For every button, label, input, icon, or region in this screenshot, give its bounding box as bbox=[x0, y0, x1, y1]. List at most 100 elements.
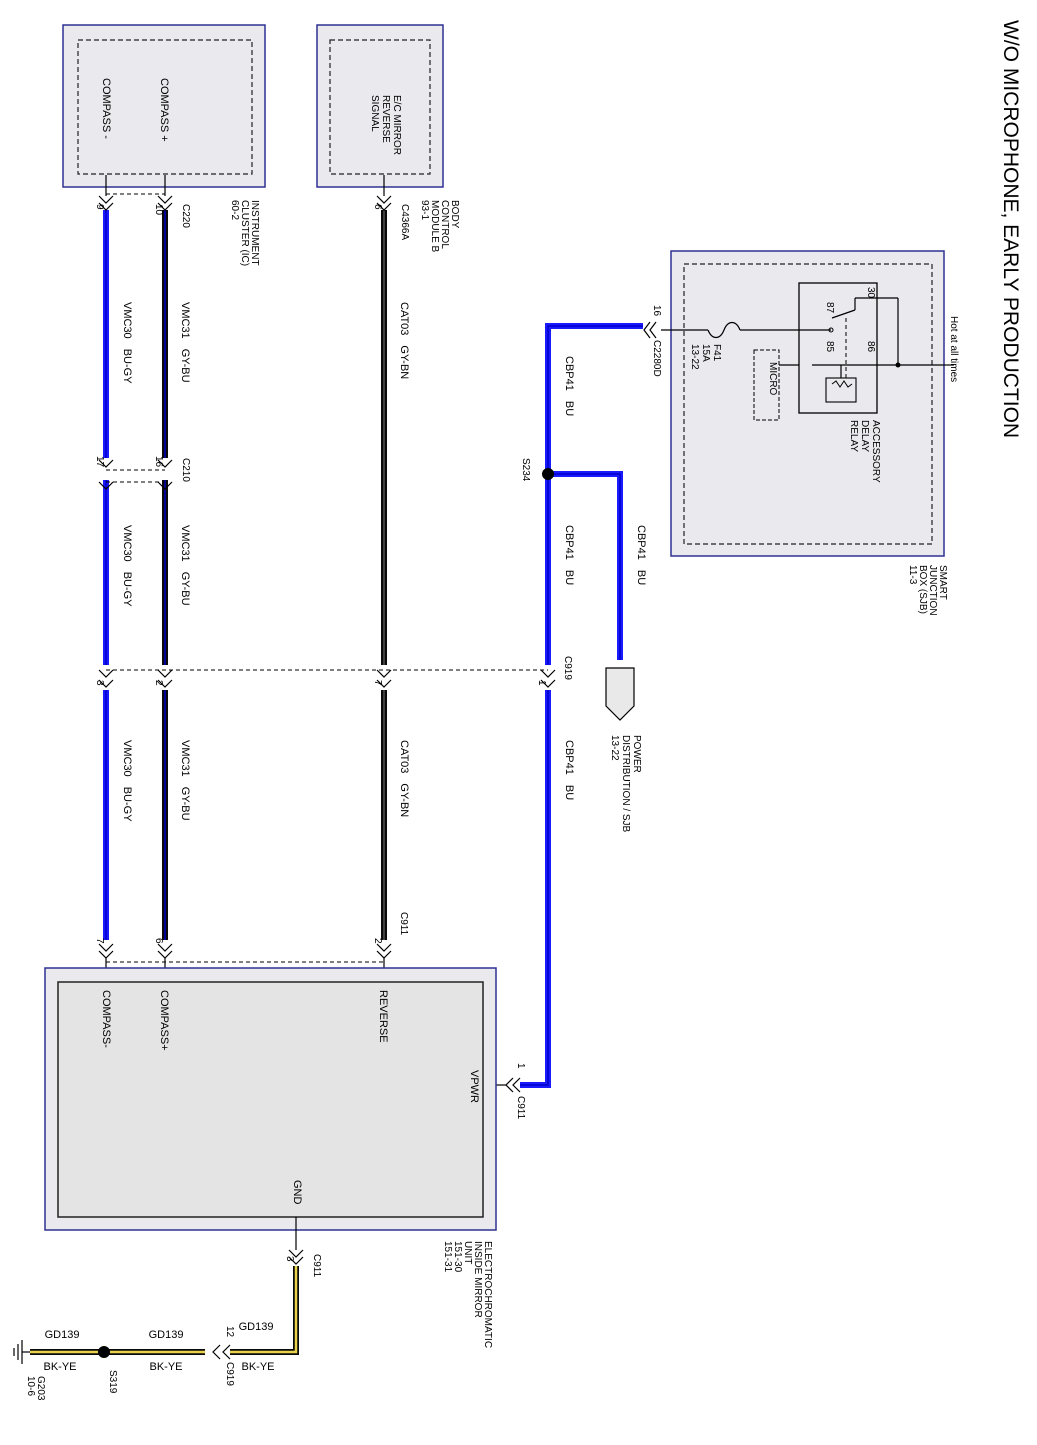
gd139-label-1-id: GD139 bbox=[239, 1321, 274, 1333]
connector-c911-gnd: 3 C911 bbox=[284, 1217, 322, 1278]
mirror-pin-reverse: REVERSE bbox=[377, 990, 389, 1043]
fuse-label-line-3: 13-22 bbox=[689, 344, 700, 370]
connector-c210: C210 17 16 bbox=[94, 456, 191, 490]
diagram-title: W/O MICROPHONE, EARLY PRODUCTION bbox=[999, 20, 1022, 438]
c919-pin-1: 1 bbox=[536, 680, 547, 686]
gd139-label-3-color: BK-YE bbox=[43, 1361, 76, 1373]
relay-pin-85: 85 bbox=[824, 341, 835, 353]
relay-label-line-1: ACCESSORY bbox=[870, 420, 881, 483]
c911-pin-1: 1 bbox=[515, 1063, 526, 1069]
bcm-name-line-3: MODULE B bbox=[429, 200, 440, 253]
wire-cbp41 bbox=[520, 323, 643, 1088]
sjb-name-line-3: BOX (SJB) bbox=[917, 565, 928, 614]
power-distribution-reference: POWER DISTRIBUTION / SJB 13-22 bbox=[605, 667, 642, 833]
circuit-label-cat03-3: CAT03GY-BN bbox=[398, 740, 410, 817]
c220-pin-10: 10 bbox=[153, 204, 164, 216]
sjb-name-line-2: JUNCTION bbox=[927, 565, 938, 616]
sjb-name-line-4: 11-3 bbox=[907, 565, 918, 585]
micro-label: MICRO bbox=[767, 362, 778, 396]
connector-c919-gnd: 12 C919 bbox=[212, 1326, 235, 1386]
bcm-name-line-2: CONTROL bbox=[439, 200, 450, 249]
circuit-label-cbp41-2: CBP41BU bbox=[563, 525, 575, 585]
relay-pin-30: 30 bbox=[865, 287, 876, 299]
bcm-name-line-4: 93-1 bbox=[419, 200, 430, 220]
ic-name-line-1: INSTRUMENT bbox=[249, 200, 260, 266]
relay-pin-87: 87 bbox=[824, 302, 835, 314]
ic-pin-compass-plus: COMPASS + bbox=[158, 78, 170, 142]
ic-name-line-2: CLUSTER (IC) bbox=[239, 200, 250, 266]
connector-c919: C919 3 2 7 1 bbox=[94, 656, 573, 688]
c220-pin-9: 9 bbox=[94, 204, 105, 210]
s319-label: S319 bbox=[107, 1370, 118, 1394]
power-dist-line-2: DISTRIBUTION / SJB bbox=[620, 735, 631, 833]
splice-s319 bbox=[98, 1346, 110, 1358]
c4366a-pin-6: 6 bbox=[372, 204, 383, 210]
c210-label: C210 bbox=[180, 458, 191, 482]
bcm-name-line-1: BODY bbox=[449, 200, 460, 229]
c919-pin-2: 2 bbox=[153, 680, 164, 686]
c911-label-vpwr: C911 bbox=[515, 1096, 526, 1120]
mirror-pin-compass-minus: COMPASS- bbox=[100, 990, 112, 1048]
fuse-label-line-2: 15A bbox=[700, 344, 711, 362]
connector-c2280d: 16 C2280D bbox=[643, 305, 662, 377]
power-dist-line-3: 13-22 bbox=[609, 735, 620, 761]
c210-pin-16: 16 bbox=[153, 456, 164, 468]
c911-label-top: C911 bbox=[398, 912, 409, 936]
gd139-label-2-id: GD139 bbox=[149, 1329, 184, 1341]
connector-c4366a: C4366A 6 bbox=[372, 175, 410, 240]
circuit-label-cbp41-1: CBP41BU bbox=[563, 356, 575, 416]
c919-label-gnd: C919 bbox=[224, 1362, 235, 1386]
fuse-label-line-1: F41 bbox=[711, 344, 722, 362]
connector-c220: C220 9 10 bbox=[94, 175, 191, 228]
relay-pin-86: 86 bbox=[865, 341, 876, 353]
hot-at-all-times-label: Hot at all times bbox=[948, 316, 959, 382]
circuit-label-vmc31-1: VMC31GY-BU bbox=[179, 302, 191, 383]
electrochromatic-mirror-unit: COMPASS- COMPASS+ REVERSE VPWR GND ELECT… bbox=[44, 967, 497, 1348]
body-control-module: E/C MIRROR REVERSE SIGNAL BODY CONTROL M… bbox=[316, 24, 460, 253]
circuit-label-vmc30-2: VMC30BU-GY bbox=[121, 525, 133, 607]
c2280d-pin-number: 16 bbox=[651, 305, 662, 317]
splice-s234 bbox=[542, 468, 554, 480]
instrument-cluster-module: COMPASS + COMPASS - INSTRUMENT CLUSTER (… bbox=[62, 24, 266, 266]
c919-pin-3: 3 bbox=[94, 680, 105, 686]
circuit-label-cbp41-4: CBP41BU bbox=[563, 740, 575, 800]
circuit-label-vmc31-2: VMC31GY-BU bbox=[179, 525, 191, 606]
c919-pin-7: 7 bbox=[372, 680, 383, 686]
c911-pin-3: 3 bbox=[284, 1256, 295, 1262]
ground-id: G203 bbox=[35, 1376, 46, 1401]
c911-pin-7: 7 bbox=[94, 938, 105, 944]
mirror-name-line-1: ELECTROCHROMATIC bbox=[482, 1241, 493, 1348]
c220-label: C220 bbox=[180, 204, 191, 228]
mirror-pin-gnd: GND bbox=[291, 1180, 303, 1205]
mirror-name-line-2: INSIDE MIRROR bbox=[472, 1241, 483, 1318]
c911-pin-2: 2 bbox=[372, 938, 383, 944]
c2280d-label: C2280D bbox=[651, 340, 662, 377]
mirror-name-line-3: UNIT bbox=[462, 1241, 473, 1264]
circuit-label-cbp41-3: CBP41BU bbox=[635, 525, 647, 585]
connector-c911-vpwr: 1 C911 bbox=[496, 1063, 526, 1120]
ic-name-line-3: 60-2 bbox=[229, 200, 240, 220]
relay-label-line-3: RELAY bbox=[848, 420, 859, 452]
mirror-name-line-5: 151-31 bbox=[442, 1241, 453, 1273]
wire-gd139 bbox=[30, 1266, 299, 1355]
circuit-label-cat03-1: CAT03GY-BN bbox=[398, 302, 410, 379]
smart-junction-box: Hot at all times 30 87 86 85 ACCESSORY D… bbox=[661, 250, 959, 616]
mirror-name-line-4: 151-30 bbox=[452, 1241, 463, 1273]
bcm-pin-line-1: E/C MIRROR bbox=[391, 95, 402, 155]
c911-pin-6: 6 bbox=[153, 938, 164, 944]
c919-pin-12: 12 bbox=[224, 1326, 235, 1338]
circuit-label-vmc31-3: VMC31GY-BU bbox=[179, 740, 191, 821]
c911-label-gnd: C911 bbox=[311, 1254, 322, 1278]
s234-label: S234 bbox=[520, 458, 531, 482]
ground-symbol-icon bbox=[13, 1340, 30, 1364]
relay-label-line-2: DELAY bbox=[859, 420, 870, 452]
sjb-name-line-1: SMART bbox=[937, 565, 948, 600]
gd139-label-2-color: BK-YE bbox=[149, 1361, 182, 1373]
bcm-pin-line-2: REVERSE bbox=[380, 95, 391, 143]
mirror-pin-compass-plus: COMPASS+ bbox=[158, 990, 170, 1051]
circuit-label-vmc30-1: VMC30BU-GY bbox=[121, 302, 133, 384]
power-dist-line-1: POWER bbox=[631, 735, 642, 773]
c210-pin-17: 17 bbox=[94, 456, 105, 468]
ic-pin-compass-minus: COMPASS - bbox=[100, 78, 112, 139]
c919-label: C919 bbox=[562, 656, 573, 680]
